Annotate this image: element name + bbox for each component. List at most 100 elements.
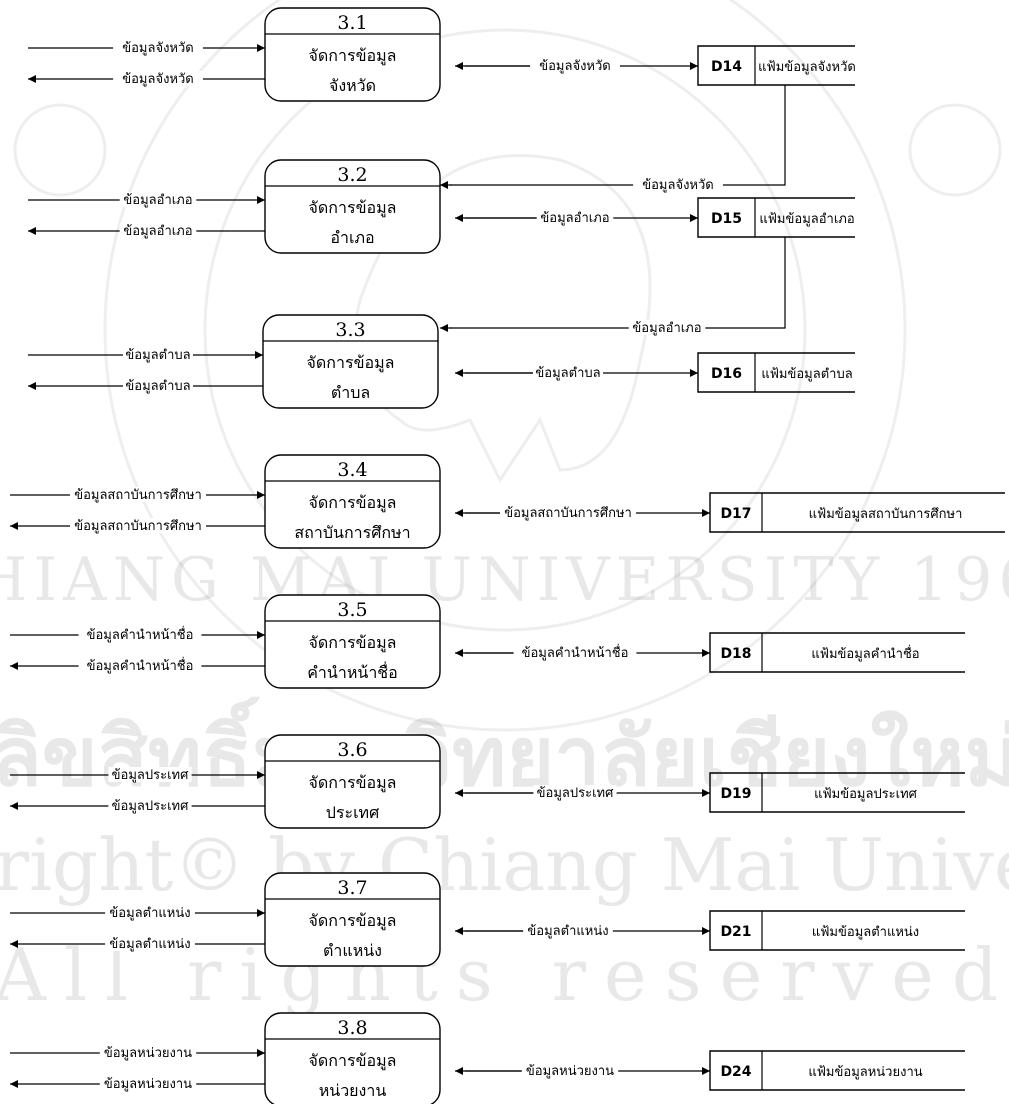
process-box — [264, 7, 441, 102]
label-background — [628, 320, 706, 335]
data-store-id: D18 — [720, 646, 751, 662]
data-store-name: แฟ้มข้อมูลตำแหน่ง — [812, 925, 919, 940]
process-name-line2: สถาบันการศึกษา — [294, 523, 410, 542]
store-flow-label: ข้อมูลตำแหน่ง — [527, 924, 608, 939]
elephant-shape — [353, 154, 652, 483]
process-name-line2: ตำแหน่ง — [323, 941, 382, 960]
output-flow-label: ข้อมูลประเทศ — [112, 799, 189, 814]
label-background — [533, 365, 603, 380]
label-background — [108, 767, 192, 782]
output-flow-label: ข้อมูลคำนำหน้าชื่อ — [87, 657, 194, 674]
data-store-outline — [709, 1050, 965, 1091]
rosette-right — [908, 103, 1002, 197]
label-background — [78, 627, 202, 642]
input-flow-label: ข้อมูลตำบล — [125, 348, 190, 363]
cross-flow-label: ข้อมูลจังหวัด — [642, 178, 714, 193]
input-flow-label: ข้อมูลคำนำหน้าชื่อ — [87, 626, 194, 643]
label-background — [105, 905, 195, 920]
data-store-name: แฟ้มข้อมูลอำเภอ — [759, 212, 854, 227]
process-name-line2: จังหวัด — [329, 76, 376, 95]
process-id: 3.8 — [337, 1017, 367, 1039]
process-box — [264, 159, 441, 254]
process-name-line2: คำนำหน้าชื่อ — [307, 661, 398, 682]
process-box — [264, 594, 441, 689]
process-name-line1: จัดการข้อมูล — [307, 353, 395, 373]
process-name-line1: จัดการข้อมูล — [309, 773, 397, 793]
process-row-3: 3.3จัดการข้อมูลตำบลข้อมูลตำบลข้อมูลตำบลข… — [28, 314, 855, 409]
label-background — [530, 58, 620, 73]
process-row-5: 3.5จัดการข้อมูลคำนำหน้าชื่อข้อมูลคำนำหน้… — [10, 594, 965, 689]
process-row-4: 3.4 จัดการข้อมูลสถาบันการศึกษา ข้อมูลสถาบั… — [10, 454, 1005, 549]
label-background — [78, 658, 202, 673]
data-store-D24: D24 แฟ้มข้อมูลหน่วยงาน — [709, 1050, 965, 1091]
process-name-line1: จัดการข้อมูล — [309, 911, 397, 931]
input-flow-label: ข้อมูลอำเภอ — [123, 193, 192, 208]
process-row-8: 3.8จัดการข้อมูลหน่วยงานข้อมูลหน่วยงานข้อ… — [10, 1012, 965, 1104]
cross-flow-line — [450, 85, 786, 186]
label-background — [513, 645, 637, 660]
output-flow-label: ข้อมูลตำบล — [125, 379, 190, 394]
output-flow-label: ข้อมูลสถาบันการศึกษา — [74, 519, 202, 534]
process-row-6: 3.6จัดการข้อมูลประเทศข้อมูลประเทศข้อมูลป… — [10, 734, 965, 829]
seal-inner-ring — [203, 28, 807, 632]
data-store-id: D21 — [720, 924, 751, 940]
data-store-name: แฟ้มข้อมูลตำบล — [761, 367, 852, 382]
cross-flow-label: ข้อมูลอำเภอ — [632, 321, 701, 336]
input-flow-label: ข้อมูลสถาบันการศึกษา — [74, 488, 202, 503]
process-name-line2: หน่วยงาน — [319, 1081, 387, 1100]
watermark-seal-text: CHIANG MAI UNIVERSITY 1964 — [0, 545, 1009, 615]
data-store-outline — [709, 632, 965, 673]
label-background — [105, 936, 195, 951]
label-background — [123, 347, 193, 362]
process-box — [264, 872, 441, 967]
label-background — [113, 40, 203, 55]
process-name-line1: จัดการข้อมูล — [309, 1051, 397, 1071]
label-background — [123, 378, 193, 393]
process-box — [262, 314, 439, 409]
label-background — [119, 192, 197, 207]
label-background — [113, 71, 203, 86]
data-store-outline — [709, 910, 965, 951]
data-store-outline — [709, 492, 1005, 533]
store-flow-label: ข้อมูลคำนำหน้าชื่อ — [522, 644, 629, 661]
data-store-id: D24 — [720, 1064, 751, 1080]
data-store-name: แฟ้มข้อมูลหน่วยงาน — [808, 1065, 922, 1080]
label-background — [99, 1045, 197, 1060]
label-background — [70, 518, 206, 533]
label-background — [500, 505, 636, 520]
output-flow-label: ข้อมูลอำเภอ — [123, 224, 192, 239]
store-flow-label: ข้อมูลอำเภอ — [540, 211, 609, 226]
process-name-line1: จัดการข้อมูล — [309, 633, 397, 653]
process-id: 3.1 — [337, 12, 367, 34]
data-store-outline — [697, 45, 855, 86]
process-name-line2: อำเภอ — [330, 228, 374, 247]
data-store-outline — [709, 772, 965, 813]
input-flow-label: ข้อมูลจังหวัด — [122, 41, 194, 56]
process-name-line2: ประเทศ — [326, 803, 380, 822]
cross-flow-2: ข้อมูลอำเภอ — [440, 237, 786, 336]
cross-flow-line — [450, 237, 786, 329]
output-flow-label: ข้อมูลจังหวัด — [122, 72, 194, 87]
input-flow-label: ข้อมูลประเทศ — [112, 768, 189, 783]
store-flow-label: ข้อมูลหน่วยงาน — [526, 1064, 614, 1079]
label-background — [99, 1076, 197, 1091]
label-background — [70, 487, 206, 502]
process-box — [264, 1012, 441, 1104]
label-background — [633, 177, 723, 192]
rosette-left — [13, 103, 107, 197]
watermark-line-copyright: Copyright© by Chiang Mai University — [0, 823, 1009, 907]
process-box — [264, 454, 441, 549]
data-store-name: แฟ้มข้อมูลประเทศ — [814, 787, 918, 802]
process-id: 3.4 — [337, 459, 367, 481]
store-flow-label: ข้อมูลตำบล — [535, 366, 600, 381]
cross-flow-1: ข้อมูลจังหวัด — [440, 85, 786, 193]
process-id: 3.3 — [335, 319, 365, 341]
process-name-line1: จัดการข้อมูล — [309, 493, 397, 513]
store-flow-label: ข้อมูลจังหวัด — [539, 59, 611, 74]
